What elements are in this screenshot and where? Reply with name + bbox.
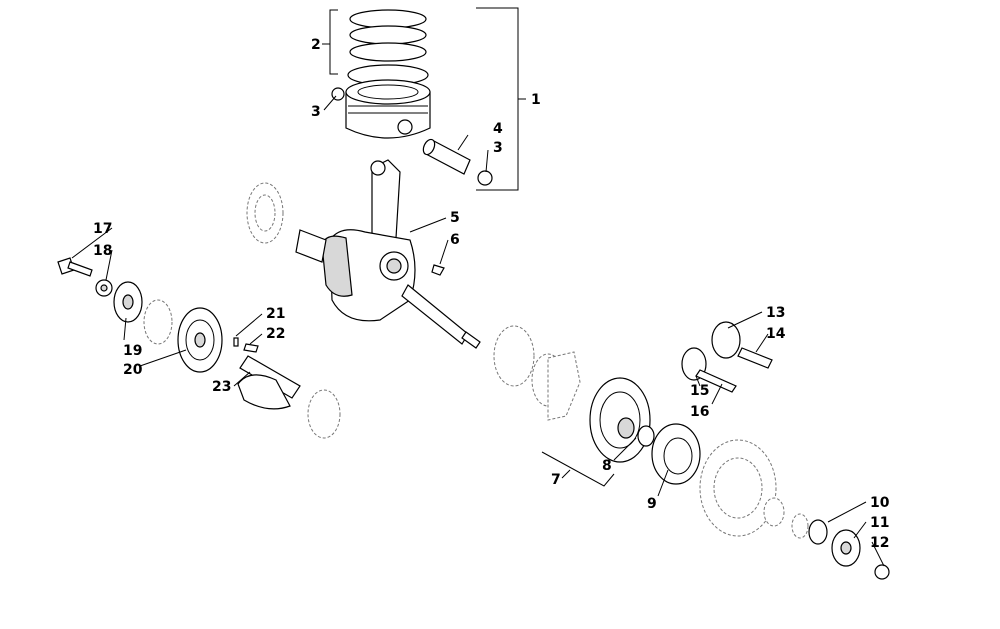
callout-9: 9: [647, 496, 657, 512]
balance-gear: [177, 307, 223, 373]
callout-2: 2: [311, 37, 321, 53]
callout-1: 1: [531, 92, 541, 108]
callout-18: 18: [93, 243, 112, 259]
callout-17: 17: [93, 221, 112, 237]
flywheel: [699, 439, 777, 537]
needle-bearing: [637, 425, 655, 447]
callout-5: 5: [450, 210, 460, 226]
nut: [874, 564, 890, 580]
idler-gear-small: [681, 347, 737, 393]
connecting-rod: [370, 159, 401, 241]
sprocket-gear: [831, 529, 861, 567]
drive-gear-small: [113, 281, 143, 323]
starter-clutch-plate: [547, 351, 581, 421]
callout-10: 10: [870, 495, 890, 511]
callout-8: 8: [602, 458, 612, 474]
idler-gear-large: [711, 321, 773, 369]
callout-23: 23: [212, 379, 231, 395]
spacer: [808, 519, 828, 545]
callout-labels: 1 2 3 3 4 5 6 7 8 9 10 11 12 13 14 15 16…: [93, 37, 890, 551]
crankshaft-left-bearing: [246, 182, 284, 244]
callout-4: 4: [493, 121, 503, 137]
callout-14: 14: [766, 326, 786, 342]
callout-22: 22: [266, 326, 285, 342]
callout-16: 16: [690, 404, 709, 420]
balance-shaft: [237, 355, 341, 439]
callout-lines: [71, 7, 885, 567]
crankshaft: [295, 229, 481, 349]
callout-20: 20: [123, 362, 143, 378]
piston-pin: [422, 138, 471, 175]
piston: [345, 79, 431, 139]
one-way-clutch: [651, 423, 701, 485]
callout-11: 11: [870, 515, 889, 531]
callout-7: 7: [551, 472, 561, 488]
starter-driven-gear: [589, 377, 651, 463]
key-and-pin: [233, 337, 259, 353]
callout-12: 12: [870, 535, 889, 551]
bearing-left: [143, 299, 173, 345]
callout-15: 15: [690, 383, 709, 399]
piston-rings: [347, 9, 429, 86]
callout-6: 6: [450, 232, 460, 248]
piston-pin-clip: [331, 87, 493, 186]
callout-19: 19: [123, 343, 142, 359]
washer: [95, 279, 113, 297]
callout-21: 21: [266, 306, 285, 322]
bolt: [57, 257, 93, 277]
flywheel-parts: [763, 497, 809, 539]
callout-13: 13: [766, 305, 785, 321]
callout-3: 3: [311, 104, 321, 120]
callout-3b: 3: [493, 140, 503, 156]
